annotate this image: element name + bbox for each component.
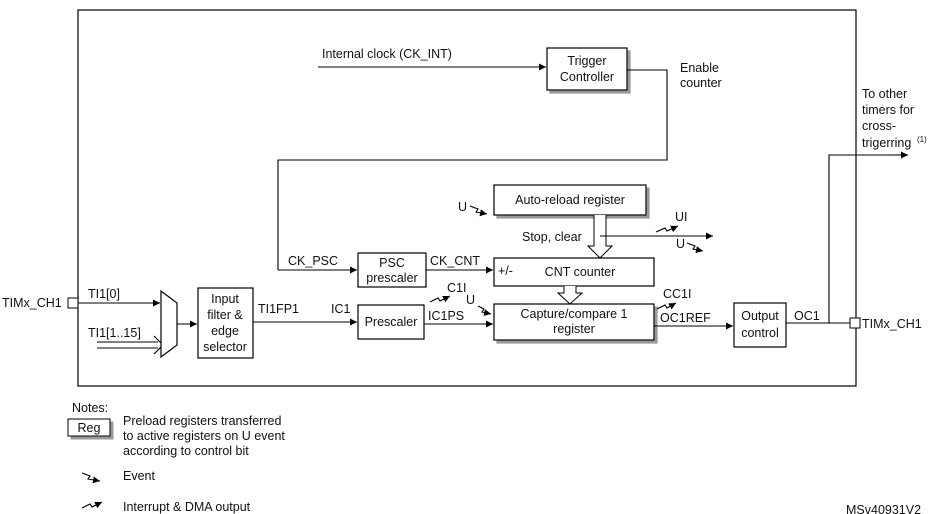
event-legend-text: Event: [123, 469, 155, 483]
timx-ch1-output-label: TIMx_CH1: [862, 317, 922, 331]
oc1-label: OC1: [794, 309, 820, 323]
ic1ps-label: IC1PS: [428, 309, 464, 323]
event-icon: [81, 472, 101, 484]
interrupt-icon: [655, 225, 679, 233]
u-ic-label: U: [466, 293, 475, 307]
svg-text:register: register: [553, 322, 595, 336]
reg-legend-text-2: to active registers on U event: [123, 429, 285, 443]
svg-text:timers for: timers for: [862, 103, 914, 117]
input-multiplexer: [160, 289, 178, 359]
reg-legend-box: [67, 418, 111, 437]
u-out-label: U: [676, 237, 685, 251]
ic1-label: IC1: [331, 302, 351, 316]
svg-text:Auto-reload register: Auto-reload register: [515, 193, 625, 207]
figure-id: MSv40931V2: [846, 503, 921, 514]
legend: Notes: Reg Preload registers transferred…: [67, 401, 285, 514]
svg-text:Enable: Enable: [680, 61, 719, 75]
svg-text:Prescaler: Prescaler: [365, 315, 418, 329]
timer-frame: [77, 9, 857, 387]
svg-text:PSC: PSC: [379, 256, 405, 270]
event-icon: [469, 205, 488, 217]
footnote-mark: (1): [917, 135, 927, 144]
event-icon: [477, 305, 492, 316]
oc1ref-label: OC1REF: [660, 311, 711, 325]
svg-text:control: control: [741, 326, 779, 340]
svg-text:CNT counter: CNT counter: [545, 265, 616, 279]
enable-counter-signal: Enable counter: [277, 61, 722, 274]
internal-clock-signal: Internal clock (CK_INT): [318, 47, 546, 71]
svg-text:Input: Input: [211, 292, 239, 306]
timx-ch1-input-label: TIMx_CH1: [2, 296, 62, 310]
notes-title: Notes:: [72, 401, 108, 415]
stop-clear-label: Stop, clear: [522, 230, 582, 244]
reg-legend-text-3: according to control bit: [123, 444, 249, 458]
cc1i-label: CC1I: [663, 287, 691, 301]
reg-legend-label: Reg: [78, 421, 101, 435]
event-icon: [686, 242, 704, 254]
svg-text:prescaler: prescaler: [366, 271, 417, 285]
svg-text:+/-: +/-: [498, 264, 513, 278]
cnt-counter-block: +/- CNT counter: [493, 257, 655, 287]
cross-triggering-label: To other timers for cross- trigerring (1…: [862, 87, 927, 150]
svg-text:Output: Output: [741, 309, 779, 323]
capture-compare-block: Capture/compare 1 register: [493, 303, 655, 341]
ck-cnt-label: CK_CNT: [430, 254, 480, 268]
reg-legend-text-1: Preload registers transferred: [123, 414, 281, 428]
output-control-block: Output control: [733, 302, 787, 348]
ti1-0-label: TI1[0]: [88, 287, 120, 301]
trigger-controller-label-1: Trigger: [567, 54, 606, 68]
trigger-controller-block: Trigger Controller: [546, 47, 628, 91]
svg-text:trigerring: trigerring: [862, 136, 911, 150]
interrupt-icon: [429, 295, 451, 303]
interrupt-icon: [656, 302, 677, 310]
svg-text:counter: counter: [680, 76, 722, 90]
u-event-autoreload-label: U: [458, 200, 467, 214]
compare-arrow: [556, 286, 584, 305]
ti1fp1-label: TI1FP1: [258, 302, 299, 316]
prescaler-block: Prescaler: [357, 304, 425, 340]
svg-text:Internal clock (CK_INT): Internal clock (CK_INT): [322, 47, 452, 61]
svg-text:filter &: filter &: [207, 308, 243, 322]
output-pin: [849, 317, 861, 329]
svg-text:selector: selector: [203, 340, 247, 354]
input-pin: [67, 297, 79, 309]
ui-label: UI: [675, 210, 688, 224]
interrupt-icon: [81, 501, 103, 509]
ti1-1-15-label: TI1[1..15]: [88, 326, 141, 340]
svg-text:To other: To other: [862, 87, 907, 101]
trigger-controller-label-2: Controller: [560, 70, 614, 84]
psc-prescaler-block: PSC prescaler: [357, 252, 427, 288]
svg-text:Capture/compare 1: Capture/compare 1: [520, 307, 627, 321]
ck-psc-label: CK_PSC: [288, 254, 338, 268]
interrupt-legend-text: Interrupt & DMA output: [123, 500, 251, 514]
svg-text:cross-: cross-: [862, 119, 896, 133]
c1i-label: C1I: [447, 281, 466, 295]
auto-reload-register-block: Auto-reload register: [493, 184, 647, 216]
input-filter-block: Input filter & edge selector: [197, 287, 254, 359]
svg-text:edge: edge: [211, 324, 239, 338]
